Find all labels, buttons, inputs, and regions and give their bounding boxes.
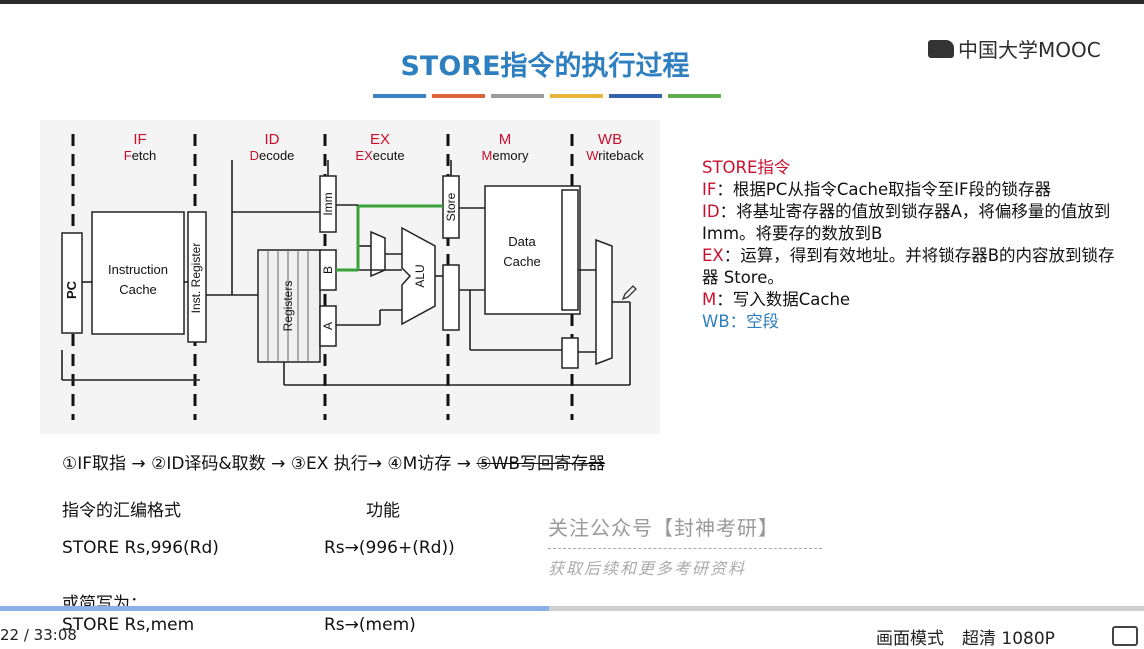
stage-wb-abbr: WB <box>598 131 622 148</box>
store-label: Store <box>444 192 458 221</box>
pc-label: PC <box>64 280 79 299</box>
display-mode-button[interactable]: 画面模式 <box>876 629 944 649</box>
stage-ex-abbr: EX <box>370 131 390 148</box>
alu <box>401 226 436 326</box>
stage-m-name: Memory <box>482 148 529 163</box>
top-bar <box>0 0 1144 4</box>
store-data-path-highlight <box>336 204 443 272</box>
stripe <box>668 94 721 98</box>
explanation-wb: WB：空段 <box>702 312 780 331</box>
title-stripes <box>373 94 721 98</box>
inst-reg-label: Inst. Register <box>189 243 203 314</box>
format-row1-instr: STORE Rs,996(Rd) <box>62 538 219 558</box>
video-time: 22 / 33:08 <box>0 626 77 644</box>
explanation-ex: EX：运算，得到有效地址。并将锁存器B的内容放到锁存器 Store。 <box>702 246 1115 287</box>
format-row1-func: Rs→(996+(Rd)) <box>324 538 455 558</box>
flow-struck: ⑤WB写回寄存器 <box>476 454 606 474</box>
alu-label: ALU <box>413 264 427 287</box>
stripe <box>491 94 544 98</box>
format-header-instr: 指令的汇编格式 <box>62 501 181 521</box>
player-controls: 画面模式 超清 1080P <box>876 624 1055 649</box>
flow-main: ①IF取指 → ②ID译码&取数 → ③EX 执行→ ④M访存 → <box>62 454 477 474</box>
inst-register-latch <box>187 211 207 343</box>
alu-output-latch <box>442 264 460 331</box>
stripe <box>373 94 426 98</box>
explanation-heading: STORE指令 <box>702 158 791 177</box>
fullscreen-icon[interactable] <box>1112 626 1138 646</box>
pencil-cursor-icon <box>621 285 637 301</box>
pc-latch <box>61 232 83 334</box>
wb-latch <box>561 337 579 369</box>
video-progress-fill <box>0 606 550 611</box>
watermark-line1: 关注公众号【封神考研】 <box>548 516 779 540</box>
watermark-line2: 获取后续和更多考研资料 <box>548 559 747 578</box>
pipeline-flow: ①IF取指 → ②ID译码&取数 → ③EX 执行→ ④M访存 → ⑤WB写回寄… <box>62 449 605 474</box>
stripe <box>432 94 485 98</box>
stage-m-abbr: M <box>499 131 512 148</box>
stripe <box>550 94 603 98</box>
stripe <box>609 94 662 98</box>
instruction-cache-block <box>91 211 185 335</box>
data-cache-latch <box>561 189 579 311</box>
a-label: A <box>321 322 335 330</box>
watermark-divider <box>548 548 822 549</box>
format-row2-func: Rs→(mem) <box>324 615 416 635</box>
mooc-logo-icon <box>928 39 954 58</box>
mooc-logo-text: 中国大学MOOC <box>958 38 1101 62</box>
explanation-id: ID：将基址寄存器的值放到锁存器A，将偏移量的值放到Imm。将要存的数放到B <box>702 202 1111 243</box>
registers-label: Registers <box>281 281 295 332</box>
stage-if-abbr: IF <box>133 131 146 148</box>
dcache-label-2: Cache <box>503 254 541 269</box>
stage-id-abbr: ID <box>265 131 280 148</box>
video-progress-bar[interactable] <box>0 606 1144 611</box>
b-label: B <box>321 266 335 274</box>
stage-ex-name: EXecute <box>355 148 404 163</box>
dcache-label-1: Data <box>508 234 536 249</box>
icache-label-1: Instruction <box>108 262 168 277</box>
store-explanation: STORE指令 IF：根据PC从指令Cache取指令至IF段的锁存器 ID：将基… <box>702 157 1122 333</box>
mooc-logo[interactable]: 中国大学MOOC <box>928 34 1101 63</box>
a-latch <box>319 305 337 347</box>
icache-label-2: Cache <box>119 282 157 297</box>
format-header-func: 功能 <box>366 501 400 521</box>
stage-if-name: Fetch <box>124 148 157 163</box>
imm-label: Imm <box>321 192 335 215</box>
wb-mux <box>595 238 613 366</box>
pipeline-svg: IF Fetch ID Decode EX EXecute M Memory W… <box>61 131 644 420</box>
explanation-if: IF：根据PC从指令Cache取指令至IF段的锁存器 <box>702 180 1051 199</box>
format-row2-instr: STORE Rs,mem <box>62 615 195 635</box>
stage-wb-name: Writeback <box>586 148 644 163</box>
slide-title: STORE指令的执行过程 <box>400 51 690 82</box>
pipeline-diagram: IF Fetch ID Decode EX EXecute M Memory W… <box>40 120 660 434</box>
stage-id-name: Decode <box>250 148 295 163</box>
quality-button[interactable]: 超清 1080P <box>962 629 1055 649</box>
explanation-m: M：写入数据Cache <box>702 290 851 309</box>
